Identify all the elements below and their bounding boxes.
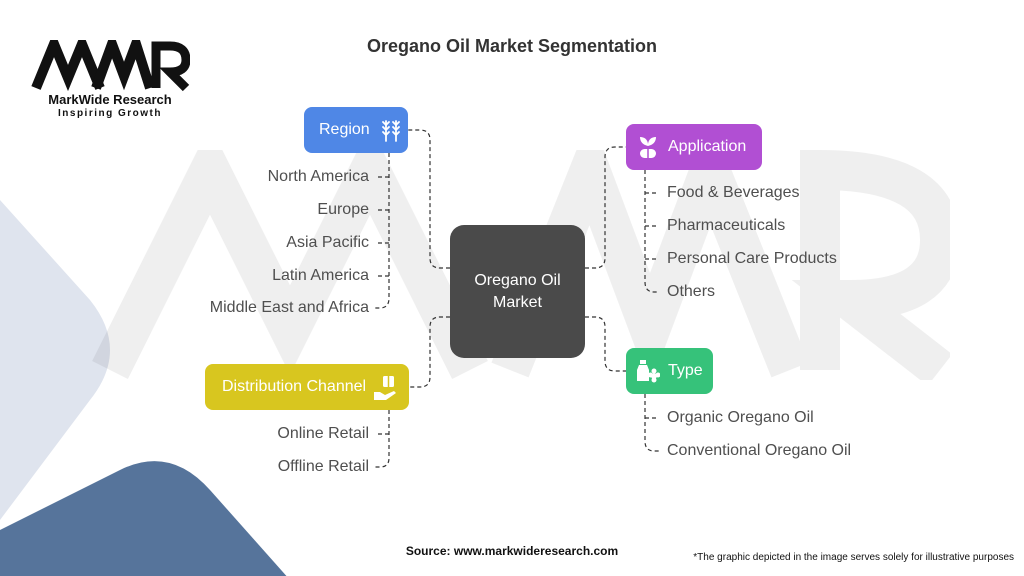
application-item: Pharmaceuticals [667, 217, 786, 234]
application-item: Personal Care Products [667, 250, 837, 267]
category-region-label: Region [319, 121, 370, 138]
category-region: Region [304, 107, 408, 153]
distribution-item: Offline Retail [277, 458, 369, 475]
logo-mark [31, 28, 191, 92]
region-item: North America [267, 168, 369, 185]
page-title: Oregano Oil Market Segmentation [366, 36, 658, 56]
category-application: Application [626, 124, 762, 170]
logo: MarkWide Research Inspiring Growth [30, 28, 200, 125]
logo-tagline: Inspiring Growth [58, 108, 162, 119]
category-distribution-label: Distribution Channel [222, 378, 367, 395]
bottle-flower-icon [637, 360, 660, 383]
disclaimer-text: *The graphic depicted in the image serve… [693, 552, 1014, 563]
region-item: Asia Pacific [286, 234, 369, 251]
source-text: Source: www.markwideresearch.com [405, 544, 619, 558]
distribution-item: Online Retail [277, 425, 369, 442]
category-application-label: Application [668, 138, 747, 155]
category-type-label: Type [668, 362, 703, 379]
center-node: Oregano Oil Market [450, 225, 585, 358]
hand-box-icon [374, 376, 397, 400]
logo-name: MarkWide Research [48, 92, 172, 107]
type-item: Organic Oregano Oil [667, 409, 814, 426]
category-type: Type [626, 348, 713, 394]
type-item: Conventional Oregano Oil [667, 442, 852, 459]
region-item: Middle East and Africa [209, 299, 369, 316]
region-item: Latin America [272, 267, 369, 284]
category-distribution-channel: Distribution Channel [205, 364, 409, 410]
application-item: Others [667, 283, 716, 300]
region-item: Europe [317, 201, 369, 218]
plant-capsule-icon [640, 137, 656, 158]
application-item: Food & Beverages [667, 184, 800, 201]
wheat-icon [381, 120, 400, 142]
